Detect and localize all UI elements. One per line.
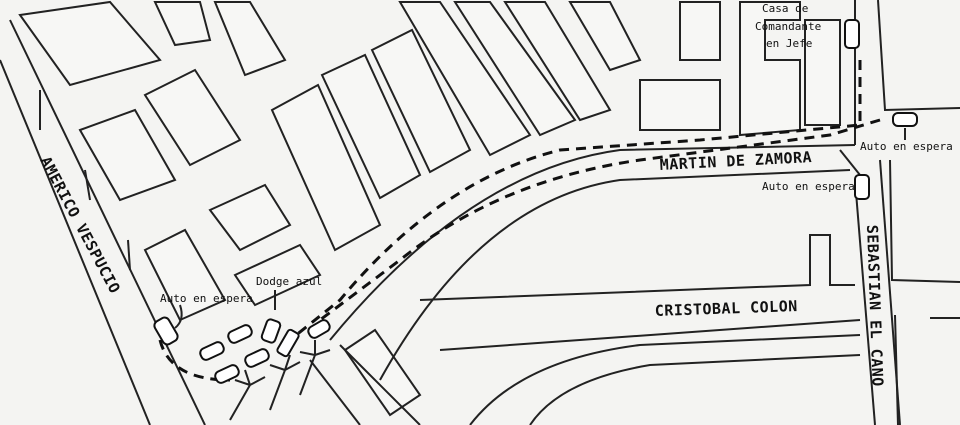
city-blocks	[18, 0, 960, 425]
americo-vespucio-edge	[9, 19, 206, 425]
house-label-line1: Casa de	[762, 2, 808, 15]
car-waiting-label: Auto en espera	[762, 180, 855, 193]
direction-arrow	[84, 169, 91, 201]
cars	[153, 19, 918, 384]
sebastian-el-cano-edge	[879, 159, 901, 425]
car-waiting-label: Auto en espera	[160, 292, 253, 305]
car-waiting-label: Auto en espera	[860, 140, 953, 153]
street-label-martin-de-zamora: MARTIN DE ZAMORA	[659, 148, 812, 174]
martin-de-zamora-edge	[379, 169, 851, 381]
americo-vespucio-edge	[0, 59, 151, 425]
route-path	[319, 118, 881, 322]
route-path	[289, 60, 862, 342]
cristobal-colon-edge	[439, 319, 861, 351]
street-label-sebastian-el-cano: SEBASTIAN EL CANO	[863, 225, 887, 388]
direction-arrow	[127, 239, 131, 271]
martin-de-zamora-edge	[329, 144, 856, 341]
house-label-line3: en Jefe	[766, 37, 812, 50]
cristobal-colon-edge	[419, 234, 855, 301]
dodge-label: Dodge azul	[256, 275, 322, 288]
sebastian-el-cano-edge	[854, 179, 876, 425]
pointer-arrow	[174, 304, 183, 329]
street-label-cristobal-colon: CRISTOBAL COLON	[655, 297, 799, 320]
house-label-line2: Comandante	[755, 20, 821, 33]
palm-trees	[229, 340, 331, 421]
